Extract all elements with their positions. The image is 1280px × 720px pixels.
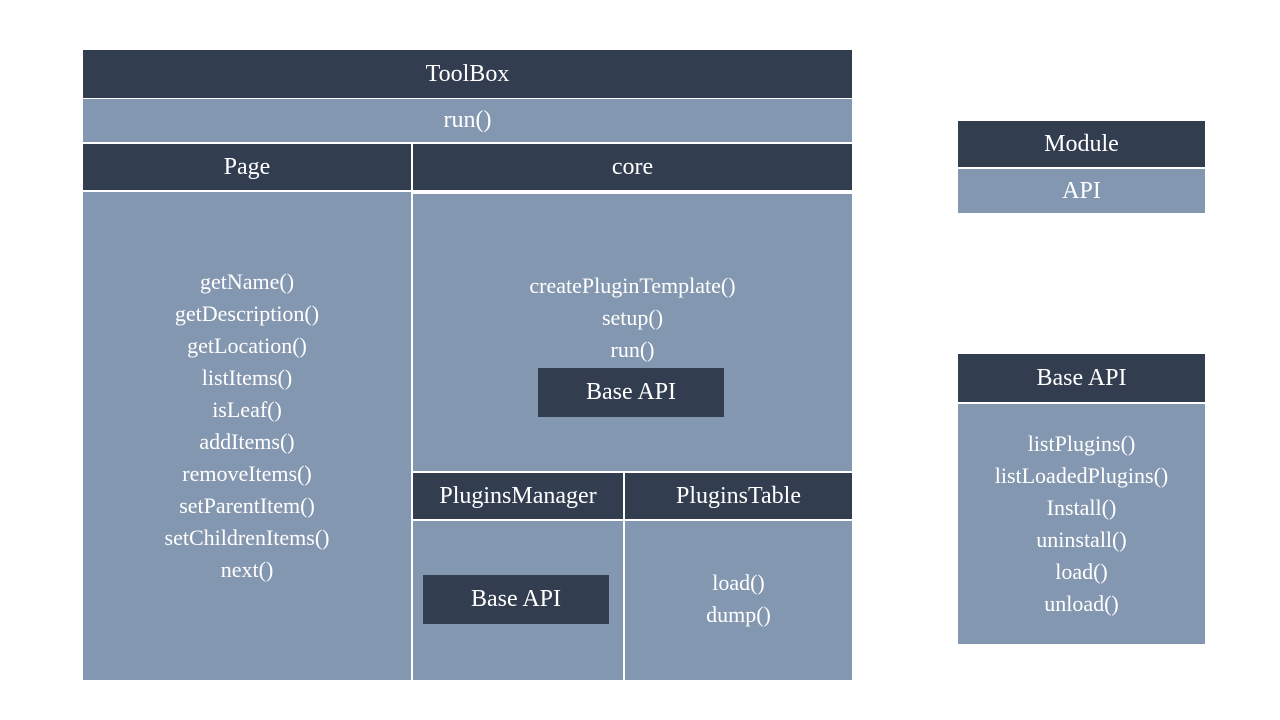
- page-method: setParentItem(): [179, 493, 315, 518]
- base-api-method: listLoadedPlugins(): [994, 463, 1169, 488]
- base-api-method: unload(): [1044, 591, 1119, 616]
- base-api-body: listPlugins() listLoadedPlugins() Instal…: [958, 404, 1205, 644]
- core-method-list: createPluginTemplate() setup() run(): [529, 270, 735, 366]
- plugins-table-method: load(): [712, 570, 765, 595]
- page-method: getDescription(): [174, 301, 320, 326]
- plugins-table-method: dump(): [706, 602, 771, 627]
- base-api-method: uninstall(): [1036, 527, 1127, 552]
- core-method: createPluginTemplate(): [529, 273, 736, 298]
- page-method: removeItems(): [182, 461, 312, 486]
- page-method: getLocation(): [187, 333, 307, 358]
- module-title: Module: [1044, 130, 1119, 157]
- page-method-list: getName() getDescription() getLocation()…: [165, 266, 330, 586]
- plugins-table-title: PluginsTable: [676, 482, 801, 509]
- plugins-manager-title: PluginsManager: [439, 482, 597, 509]
- base-api-method: load(): [1055, 559, 1108, 584]
- page-header: Page: [83, 144, 411, 190]
- module-header: Module: [958, 121, 1205, 167]
- module-body: API: [958, 169, 1205, 213]
- page-method: getName(): [199, 269, 295, 294]
- page-title: Page: [223, 153, 271, 180]
- plugins-manager-header: PluginsManager: [413, 473, 623, 519]
- base-api-method-list: listPlugins() listLoadedPlugins() Instal…: [995, 428, 1169, 620]
- plugins-manager-base-api-box: Base API: [423, 575, 609, 624]
- plugins-table-header: PluginsTable: [625, 473, 852, 519]
- module-api-label: API: [1062, 177, 1101, 204]
- core-base-api-label: Base API: [586, 379, 676, 405]
- toolbox-title: ToolBox: [425, 60, 510, 87]
- core-body: createPluginTemplate() setup() run(): [413, 194, 852, 471]
- core-method: setup(): [601, 305, 664, 330]
- base-api-method: listPlugins(): [1027, 431, 1136, 456]
- core-title: core: [611, 153, 654, 180]
- toolbox-run-row: run(): [83, 99, 852, 142]
- page-method: setChildrenItems(): [164, 525, 330, 550]
- page-method: isLeaf(): [212, 397, 282, 422]
- base-api-method: Install(): [1046, 495, 1117, 520]
- page-body: getName() getDescription() getLocation()…: [83, 192, 411, 680]
- page-method: next(): [220, 557, 274, 582]
- core-method: run(): [610, 337, 655, 362]
- core-base-api-box: Base API: [538, 368, 724, 417]
- toolbox-header: ToolBox: [83, 50, 852, 98]
- page-method: addItems(): [199, 429, 295, 454]
- page-method: listItems(): [201, 365, 293, 390]
- plugins-table-body: load() dump(): [625, 521, 852, 680]
- base-api-header: Base API: [958, 354, 1205, 402]
- base-api-title: Base API: [1036, 364, 1127, 391]
- plugins-manager-base-api-label: Base API: [471, 586, 561, 612]
- toolbox-run-method: run(): [443, 107, 492, 133]
- plugins-table-method-list: load() dump(): [706, 567, 771, 631]
- core-header: core: [413, 144, 852, 190]
